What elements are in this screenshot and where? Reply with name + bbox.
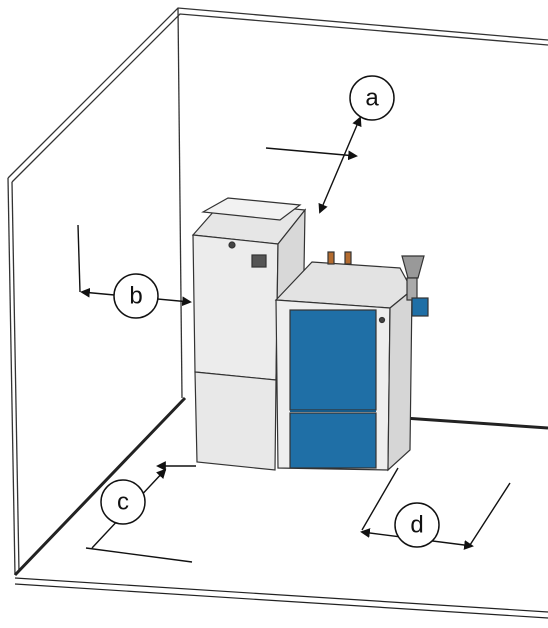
boiler-door-lower [289, 412, 377, 469]
callout-b-label: b [129, 283, 142, 310]
flue-pipe [406, 277, 418, 301]
hopper-front-lower [194, 371, 277, 471]
pipe-connector-left [327, 251, 335, 265]
dim-a-leader [318, 116, 362, 214]
flue-attachment [401, 255, 429, 317]
callout-c-label: c [117, 489, 129, 516]
flue-cone [401, 255, 425, 279]
callout-a: a [349, 75, 395, 121]
dim-d-left [361, 467, 399, 531]
boiler-side [387, 288, 413, 472]
floor-back-edge [403, 416, 548, 430]
hopper-display [251, 254, 267, 268]
room-walls [7, 7, 548, 576]
left-wall-left-edge-inner [11, 181, 20, 573]
top-edge-inner [11, 13, 548, 183]
callout-a-label: a [365, 85, 379, 112]
callout-d-label: d [410, 512, 423, 539]
floor-left-edge [13, 396, 187, 577]
pellet-boiler [274, 251, 413, 472]
left-wall-outline [7, 7, 548, 179]
pellet-hopper [191, 197, 307, 471]
floor-front-edge [14, 577, 548, 613]
fan-unit [411, 297, 429, 317]
left-wall-left-edge [7, 177, 16, 576]
dim-d-right [469, 482, 511, 546]
hopper-lid [201, 197, 302, 221]
floor-front-edge-inner [14, 583, 548, 619]
callout-d: d [394, 502, 440, 548]
floor-edges [13, 396, 548, 619]
callout-b: b [113, 273, 159, 319]
dim-c-bottom [85, 547, 193, 563]
pipe-connector-right [344, 251, 352, 265]
dim-b-vertical [77, 224, 81, 293]
callout-c: c [100, 479, 146, 525]
dim-a-line [265, 147, 358, 161]
boiler-door-upper [289, 309, 377, 411]
boiler-indicator [378, 316, 386, 324]
left-wall-inner-line [177, 7, 183, 399]
hopper-handle [228, 241, 236, 249]
